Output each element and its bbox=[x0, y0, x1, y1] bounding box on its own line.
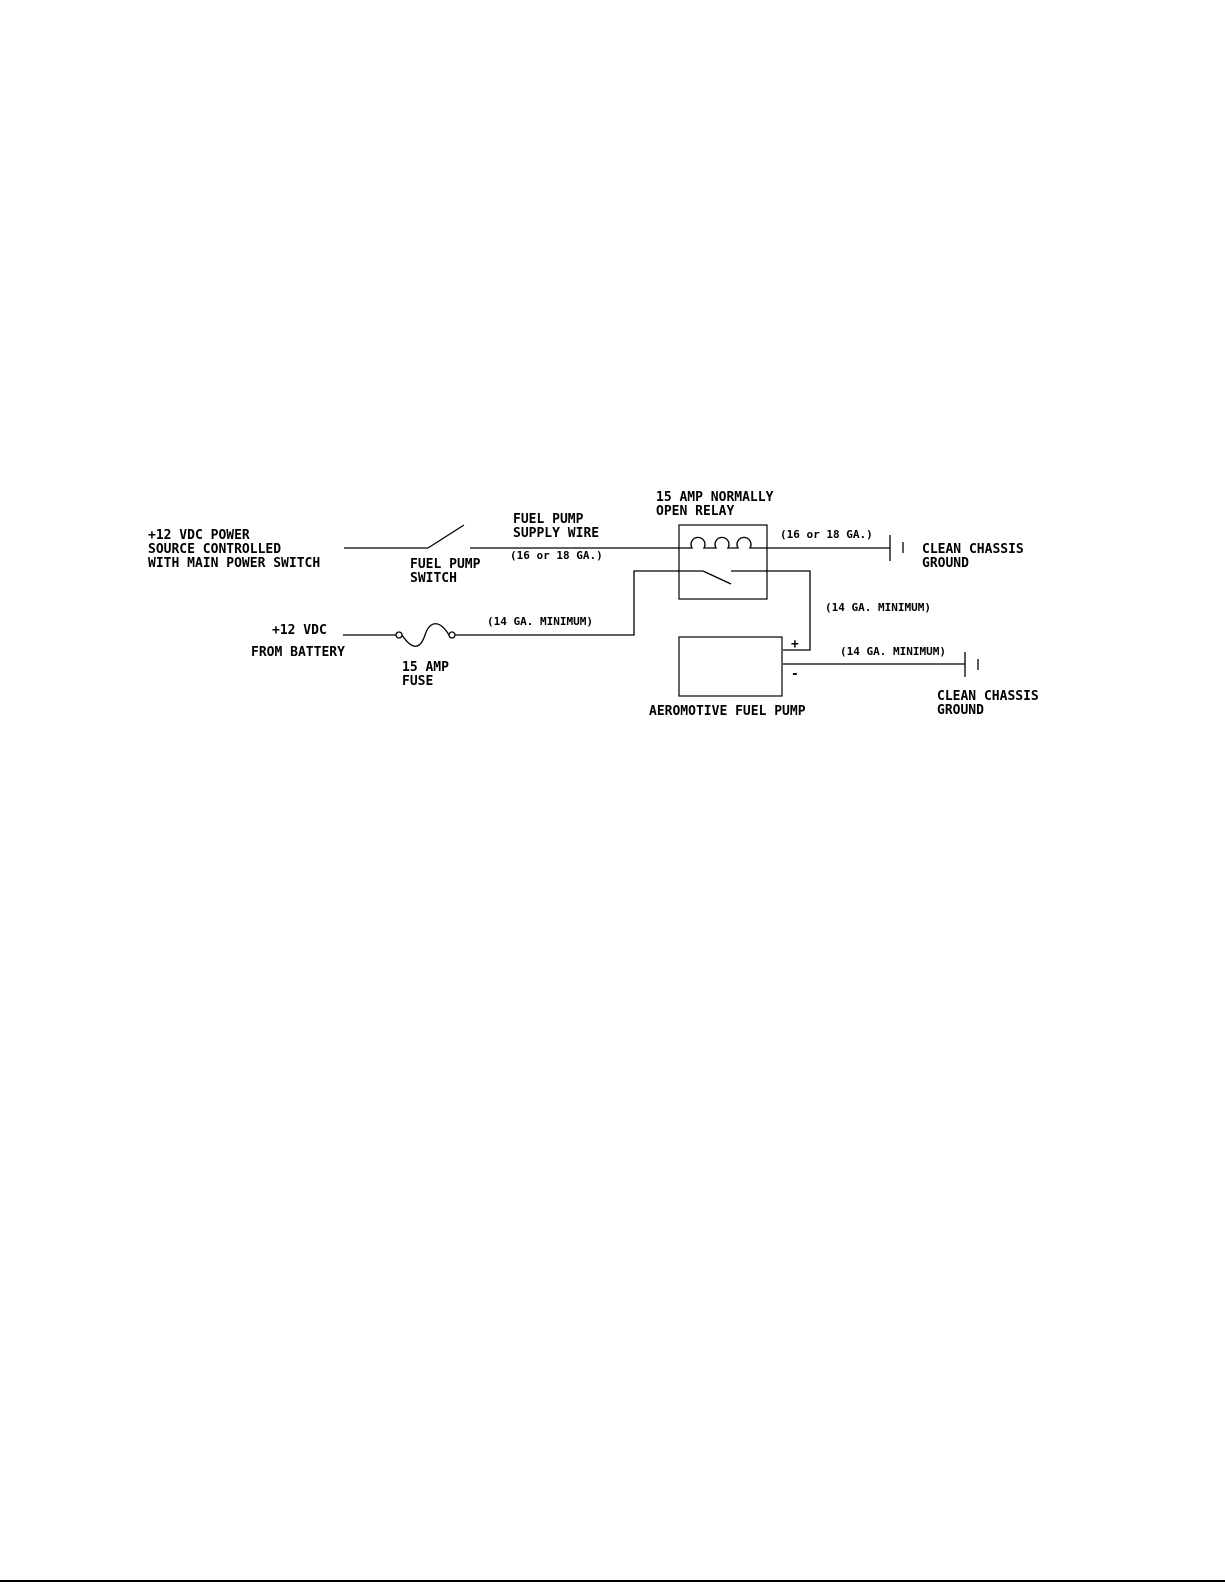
power-source-label: +12 VDC POWER SOURCE CONTROLLED WITH MAI… bbox=[148, 528, 320, 571]
battery-label: +12 VDC FROM BATTERY bbox=[251, 623, 345, 660]
chassis-ground-label-2: CLEAN CHASSIS GROUND bbox=[937, 689, 1039, 718]
power-source-line-3: WITH MAIN POWER SWITCH bbox=[148, 556, 320, 571]
chassis-ground-1-line-2: GROUND bbox=[922, 556, 969, 571]
power-source-line-1: +12 VDC POWER bbox=[148, 528, 250, 543]
fuel-pump-switch-blade bbox=[427, 524, 465, 549]
battery-line-1: +12 VDC bbox=[272, 623, 327, 638]
chassis-ground-2-line-1: CLEAN CHASSIS bbox=[937, 689, 1039, 704]
chassis-ground-2-line-2: GROUND bbox=[937, 703, 984, 718]
chassis-ground-symbol-2 bbox=[964, 652, 979, 677]
relay-contact-blade bbox=[702, 570, 732, 585]
fuse-line-1: 15 AMP bbox=[402, 660, 449, 675]
fuel-pump-switch-line-2: SWITCH bbox=[410, 571, 457, 586]
relay-to-pump-wire bbox=[731, 570, 811, 651]
relay-line-2: OPEN RELAY bbox=[656, 504, 734, 519]
bottom-rule bbox=[0, 1580, 1225, 1582]
fuel-pump-switch-line-1: FUEL PUMP bbox=[410, 557, 481, 572]
fuel-pump-box bbox=[678, 636, 783, 697]
fuse-wire-gauge: (14 GA. MINIMUM) bbox=[487, 615, 593, 628]
pump-minus-terminal: - bbox=[791, 667, 799, 682]
fuel-pump-switch-label: FUEL PUMP SWITCH bbox=[410, 557, 481, 586]
supply-wire-gauge: (16 or 18 GA.) bbox=[510, 549, 603, 562]
supply-wire-label: FUEL PUMP SUPPLY WIRE bbox=[513, 512, 599, 541]
battery-line-2: FROM BATTERY bbox=[251, 645, 345, 660]
relay-coil bbox=[690, 536, 760, 549]
relay-label: 15 AMP NORMALLY OPEN RELAY bbox=[656, 490, 774, 519]
supply-wire-line-2: SUPPLY WIRE bbox=[513, 526, 599, 541]
pump-plus-terminal: + bbox=[791, 637, 799, 652]
relay-line-1: 15 AMP NORMALLY bbox=[656, 490, 774, 505]
chassis-ground-label-1: CLEAN CHASSIS GROUND bbox=[922, 542, 1024, 571]
fuse-symbol bbox=[395, 623, 456, 647]
power-source-line-2: SOURCE CONTROLLED bbox=[148, 542, 281, 557]
fuse-label: 15 AMP FUSE bbox=[402, 660, 449, 689]
chassis-ground-symbol-1 bbox=[889, 535, 904, 561]
fuse-to-relay-wire bbox=[455, 570, 703, 636]
relay-box bbox=[678, 524, 768, 600]
supply-wire-line-1: FUEL PUMP bbox=[513, 512, 584, 527]
fuel-pump-label: AEROMOTIVE FUEL PUMP bbox=[649, 704, 806, 719]
pump-ground-gauge: (14 GA. MINIMUM) bbox=[840, 645, 946, 658]
relay-ground-gauge: (16 or 18 GA.) bbox=[780, 528, 873, 541]
fuse-line-2: FUSE bbox=[402, 674, 433, 689]
pump-feed-gauge: (14 GA. MINIMUM) bbox=[825, 601, 931, 614]
chassis-ground-1-line-1: CLEAN CHASSIS bbox=[922, 542, 1024, 557]
